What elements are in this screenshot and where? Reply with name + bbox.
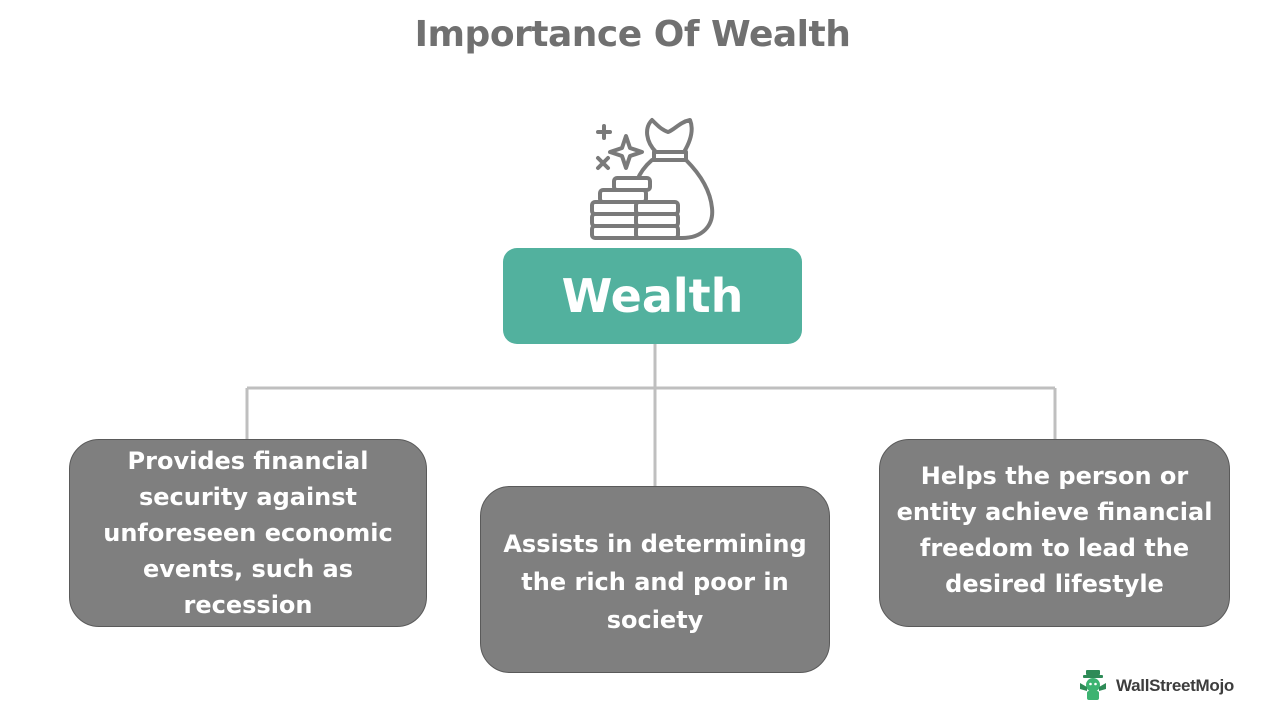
node-financial-freedom-text: Helps the person or entity achieve finan… — [896, 462, 1213, 598]
node-rich-and-poor-text: Assists in determining the rich and poor… — [503, 529, 807, 634]
brand-logo: WallStreetMojo — [1076, 668, 1261, 704]
node-financial-freedom: Helps the person or entity achieve finan… — [879, 439, 1230, 627]
node-financial-security-text: Provides financial security against unfo… — [103, 447, 393, 619]
brand-name: WallStreetMojo — [1116, 676, 1234, 695]
node-financial-security: Provides financial security against unfo… — [69, 439, 427, 627]
wealth-node: Wealth — [503, 248, 802, 344]
mascot-logo-icon — [1080, 670, 1106, 700]
diagram-title: Importance Of Wealth — [414, 14, 851, 55]
money-bag-coins-icon — [590, 118, 715, 240]
wealth-node-label: Wealth — [561, 269, 744, 323]
node-rich-and-poor: Assists in determining the rich and poor… — [480, 486, 830, 673]
